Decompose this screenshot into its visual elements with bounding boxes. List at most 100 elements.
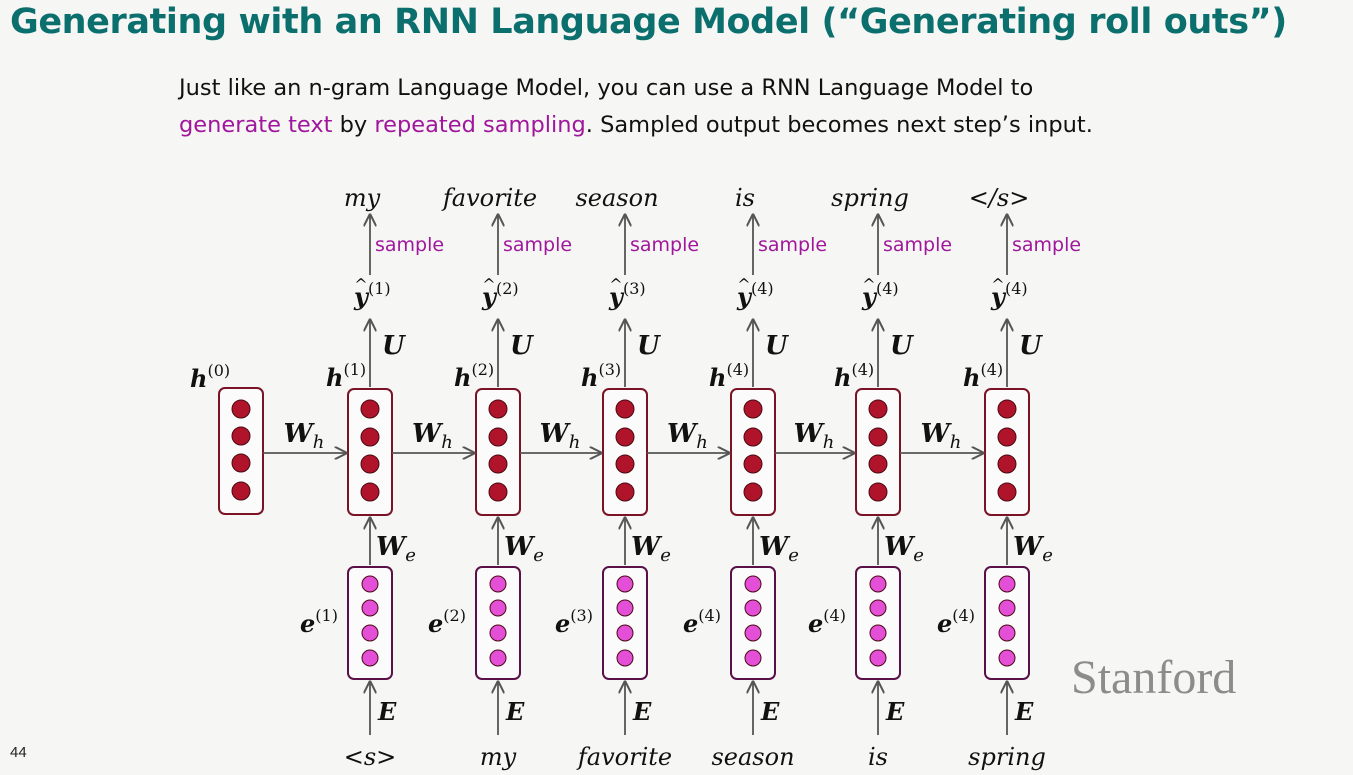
intro-highlight-generate: generate text xyxy=(179,112,333,138)
wh-label-6: Wh xyxy=(921,419,962,453)
y-hat-text-5: y(4) xyxy=(861,279,899,311)
h5-dot-3 xyxy=(868,454,888,474)
e5-dot-4 xyxy=(869,649,887,667)
e6-dot-2 xyxy=(998,599,1016,617)
intro-highlight-sampling: repeated sampling xyxy=(374,112,586,138)
e6-dot-4 xyxy=(998,649,1016,667)
wh-label-4-text: Wh xyxy=(667,419,708,453)
h6-dot-1 xyxy=(997,399,1017,419)
h5-dot-2 xyxy=(868,427,888,447)
E-label-5: E xyxy=(885,697,905,726)
E-label-6: E xyxy=(1014,697,1034,726)
h4-box xyxy=(730,388,776,516)
e6-label-text: e(4) xyxy=(937,606,975,638)
h2-dot-4 xyxy=(488,482,508,502)
input-word-3: favorite xyxy=(576,743,672,771)
e4-dot-3 xyxy=(744,624,762,642)
h3-dot-2 xyxy=(615,427,635,447)
h6-dot-2 xyxy=(997,427,1017,447)
wh-label-5-text: Wh xyxy=(794,419,835,453)
h4-dot-3 xyxy=(743,454,763,474)
y-hat-caret-2: ^ xyxy=(482,275,495,294)
input-word-4: season xyxy=(711,743,794,771)
e4-dot-1 xyxy=(744,575,762,593)
h4-dot-4 xyxy=(743,482,763,502)
stanford-logo: Stanford xyxy=(1071,651,1237,704)
h3-box xyxy=(602,388,648,516)
h2-dot-1 xyxy=(488,399,508,419)
wh-label-2: Wh xyxy=(412,419,453,453)
input-word-5: is xyxy=(868,743,888,771)
slide-title: Generating with an RNN Language Model (“… xyxy=(10,2,1287,42)
h3-label: h(3) xyxy=(581,360,621,392)
wh-label-1: Wh xyxy=(284,419,325,453)
h1-dot-3 xyxy=(360,454,380,474)
U-label-6-text: U xyxy=(1019,331,1043,361)
E-label-1: E xyxy=(377,697,397,726)
y-hat-caret-3: ^ xyxy=(609,275,622,294)
e1-box xyxy=(347,566,393,680)
e1-dot-3 xyxy=(361,624,379,642)
sample-label-2: sample xyxy=(503,234,572,256)
we-label-3-text: We xyxy=(631,532,671,566)
U-label-3-text: U xyxy=(637,331,661,361)
E-label-5-text: E xyxy=(885,697,905,726)
h0-box xyxy=(218,387,264,515)
h2-label: h(2) xyxy=(454,360,494,392)
e2-label: e(2) xyxy=(428,606,466,638)
wh-label-4: Wh xyxy=(667,419,708,453)
we-label-2: We xyxy=(504,532,544,566)
y-hat-label-6: y(4) xyxy=(990,279,1028,311)
e4-label: e(4) xyxy=(683,606,721,638)
we-label-1: We xyxy=(376,532,416,566)
e6-label: e(4) xyxy=(937,606,975,638)
y-hat-label-4: y(4) xyxy=(736,279,774,311)
h0-label-text: h(0) xyxy=(190,361,230,393)
wh-label-3: Wh xyxy=(540,419,581,453)
U-label-5-text: U xyxy=(890,331,914,361)
h4-label-text: h(4) xyxy=(709,360,749,392)
y-hat-text-1: y(1) xyxy=(353,279,391,311)
e2-label-text: e(2) xyxy=(428,606,466,638)
sample-label-1: sample xyxy=(375,234,444,256)
we-label-1-text: We xyxy=(376,532,416,566)
input-word-2: my xyxy=(480,743,517,771)
input-word-6: spring xyxy=(968,743,1046,771)
h1-label: h(1) xyxy=(326,360,366,392)
E-label-3-text: E xyxy=(632,697,652,726)
h2-dot-3 xyxy=(488,454,508,474)
e5-box xyxy=(855,566,901,680)
y-hat-label-2: y(2) xyxy=(481,279,519,311)
U-label-2: U xyxy=(510,331,534,361)
y-hat-label-3: y(3) xyxy=(608,279,646,311)
y-hat-text-3: y(3) xyxy=(608,279,646,311)
h6-label-text: h(4) xyxy=(963,360,1003,392)
y-hat-label-1: y(1) xyxy=(353,279,391,311)
we-label-4-text: We xyxy=(759,532,799,566)
h1-dot-4 xyxy=(360,482,380,502)
e6-box xyxy=(984,566,1030,680)
h4-dot-2 xyxy=(743,427,763,447)
h5-label: h(4) xyxy=(834,360,874,392)
y-hat-text-4: y(4) xyxy=(736,279,774,311)
we-label-3: We xyxy=(631,532,671,566)
sample-label-6: sample xyxy=(1012,234,1081,256)
h2-dot-2 xyxy=(488,427,508,447)
e5-label-text: e(4) xyxy=(808,606,846,638)
y-hat-caret-1: ^ xyxy=(354,275,367,294)
h5-label-text: h(4) xyxy=(834,360,874,392)
output-word-2: favorite xyxy=(441,184,537,212)
e1-label: e(1) xyxy=(300,606,338,638)
e3-dot-1 xyxy=(616,575,634,593)
U-label-4: U xyxy=(765,331,789,361)
h0-dot-1 xyxy=(231,399,251,419)
we-label-4: We xyxy=(759,532,799,566)
e1-label-text: e(1) xyxy=(300,606,338,638)
h1-box xyxy=(347,388,393,516)
y-hat-caret-4: ^ xyxy=(737,275,750,294)
y-hat-text-6: y(4) xyxy=(990,279,1028,311)
E-label-6-text: E xyxy=(1014,697,1034,726)
we-label-5-text: We xyxy=(884,532,924,566)
h2-label-text: h(2) xyxy=(454,360,494,392)
output-word-1: my xyxy=(344,184,381,212)
